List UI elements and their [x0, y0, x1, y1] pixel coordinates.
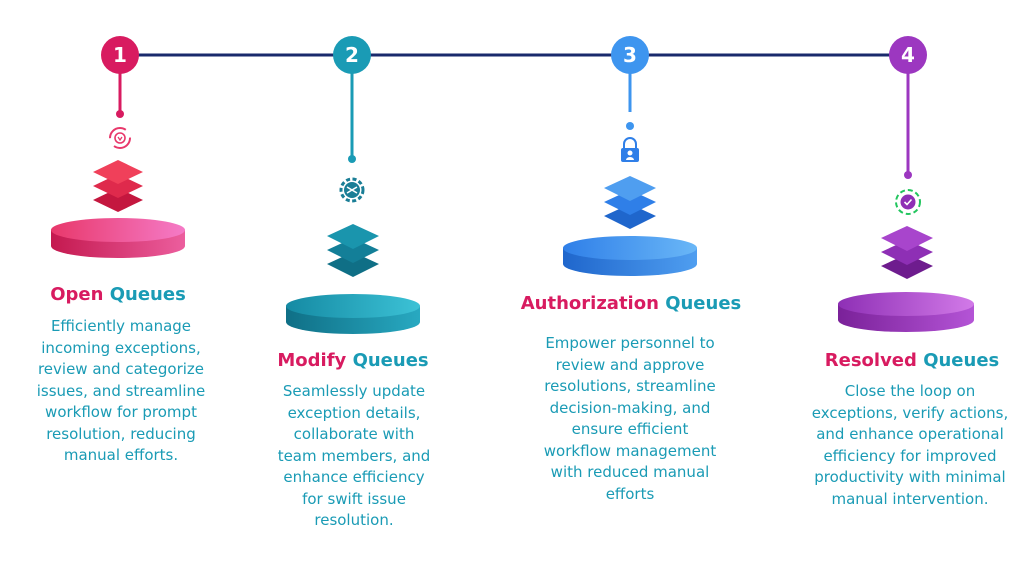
step-2-title: Modify Queues — [233, 350, 473, 371]
step-2-platform — [286, 294, 420, 334]
step-3-platform — [563, 236, 697, 276]
step-2-number: 2 — [345, 43, 359, 67]
step-3-title-word: Authorization — [520, 293, 659, 314]
step-1-number: 1 — [113, 43, 127, 67]
layers-icon — [93, 160, 143, 212]
step-2-number-circle — [333, 36, 371, 74]
step-1-title: Open Queues — [0, 284, 236, 305]
step-2-description: Seamlessly update exception details, col… — [277, 382, 431, 529]
step-1-connector-dot — [116, 110, 124, 118]
step-4-number: 4 — [901, 43, 915, 67]
shuffle-gear-icon — [339, 177, 365, 203]
layers-icon — [327, 224, 379, 277]
step-4-connector-dot — [904, 171, 912, 179]
step-3-connector-dot — [626, 122, 634, 130]
user-lock-icon — [621, 137, 639, 162]
step-2-title-word: Modify — [277, 350, 347, 371]
step-4-platform — [838, 292, 974, 332]
check-badge-icon — [895, 189, 921, 215]
step-1-title-word: Open — [50, 284, 104, 305]
step-3-title: Authorization Queues — [500, 293, 762, 314]
layers-icon — [881, 226, 933, 279]
step-4-number-circle — [889, 36, 927, 74]
step-1-description: Efficiently manage incoming exceptions, … — [36, 317, 206, 464]
step-3-description: Empower personnel to review and approve … — [543, 334, 717, 503]
step-4-title: Resolved Queues — [792, 350, 1024, 371]
step-4-description: Close the loop on exceptions, verify act… — [811, 382, 1009, 508]
refresh-cycle-icon — [109, 127, 131, 149]
step-3-number: 3 — [623, 43, 637, 67]
step-3-title-suffix: Queues — [665, 293, 742, 314]
step-2-title-suffix: Queues — [352, 350, 429, 371]
step-4-title-suffix: Queues — [923, 350, 1000, 371]
step-1-title-suffix: Queues — [109, 284, 186, 305]
step-4-title-word: Resolved — [824, 350, 917, 371]
step-2: 2 — [286, 36, 420, 334]
step-1: 1 — [51, 36, 185, 258]
step-3: 3 — [563, 36, 697, 276]
step-1-platform — [51, 218, 185, 258]
step-3-number-circle — [611, 36, 649, 74]
step-4: 4 — [838, 36, 974, 332]
layers-icon — [604, 176, 656, 229]
step-1-number-circle — [101, 36, 139, 74]
step-2-connector-dot — [348, 155, 356, 163]
